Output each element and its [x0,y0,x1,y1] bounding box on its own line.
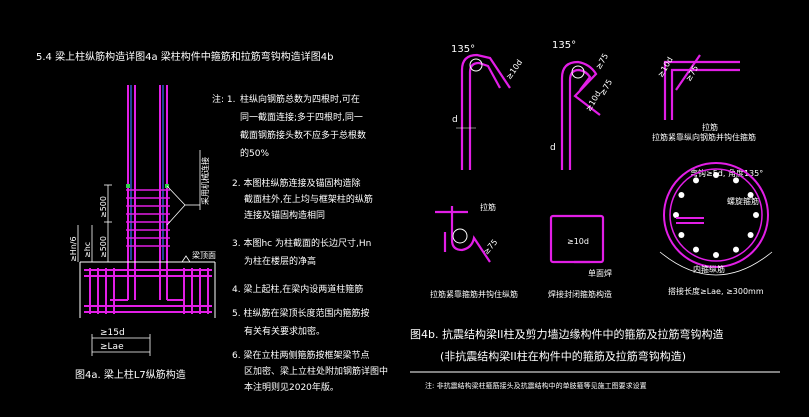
note-line: 区加密、梁上立柱处附加钢筋详图中 [244,365,388,377]
dim-hc: ≥hc [83,242,92,258]
column-ties [126,189,170,247]
dim-15d: ≥15d [100,328,125,338]
circle-longitudinal-bar [713,252,719,258]
note-line: 同一截面连接;多于四根时,同一 [240,111,363,123]
dim-hn6: ≥Hn/6 [69,236,78,262]
circle-longitudinal-bar [713,172,719,178]
welded-stirrup [549,214,605,264]
dia-d-2: d [550,143,556,153]
single-tie-label: 单面焊 [588,268,612,278]
tie2-caption: 拉筋紧靠箍筋并钩住纵筋 [430,289,518,299]
circle-longitudinal-bar [747,232,754,238]
note-line: 3. 本图hc 为柱截面的长边尺寸,Hn [232,237,371,249]
bottom-dimensions [91,334,151,356]
column-longitudinal-bars [127,85,168,300]
circle-arc-dim [659,251,773,276]
single-tie-len: ≥10d [567,237,589,246]
circle-longitudinal-bar [747,192,754,198]
hook-detail-2 [560,60,601,170]
circle-lap: 搭接长度≥Lae, ≥300mm [668,286,764,296]
hook-len-4: ≥75 [598,78,614,97]
note-line: 本注明则见2020年版。 [244,381,339,393]
figure-4b-caption: 图4b. 抗震结构梁II柱及剪力墙边缘构件中的箍筋及拉筋弯钩构造 [410,327,723,341]
beam-top-marker [170,255,210,263]
hook-angle-2: 135° [552,40,576,51]
circle-longitudinal-bar [733,246,739,253]
circle-label-1: 螺旋箍筋 [727,196,759,206]
hook-angle-1: 135° [451,44,475,55]
spiral-hoop [663,162,769,268]
circle-longitudinal-bar [693,177,699,184]
note-line: 5. 柱纵筋在梁顶长度范围内箍筋按 [232,307,369,319]
notes-list: 柱纵向钢筋总数为四根时,可在 同一截面连接;多于四根时,同一 截面钢筋接头数不应… [232,93,388,393]
tie2-len: ≥75 [482,238,500,257]
dim-500-a: ≥500 [99,196,108,218]
hook-bar-2 [571,65,585,79]
circle-longitudinal-bar [753,212,759,218]
note-line: 截面钢筋接头数不应多于总根数 [240,129,366,141]
left-dimensions [77,184,112,262]
dim-lae: ≥Lae [100,342,124,352]
spiral-hoop-inner [669,168,763,262]
lap-leader [166,150,201,226]
note-line: 2. 本图柱纵筋连接及锚固构造除 [232,177,360,189]
figure-4a-caption: 图4a. 梁上柱L7纵筋构造 [75,368,186,381]
tie-hook-caption: 拉筋紧靠纵向钢筋并钩住箍筋 [652,132,756,142]
circle-longitudinal-bar [673,212,679,218]
note-line: 连接及锚固构造相同 [244,209,325,221]
circle-longitudinal-bar [678,192,685,198]
hook-bar-1 [469,58,483,72]
right-footnote: 注: 非抗震结构梁柱箍筋接头及抗震结构中的单肢箍等见施工图要求设置 [425,381,647,390]
circle-tie [676,217,704,224]
circle-label-2: 内箍纵筋 [693,264,725,274]
tie-label: 拉筋 [702,122,718,132]
circle-longitudinal-bar [733,177,739,184]
note-line: 的50% [240,147,269,159]
hook-detail-3 [663,54,740,120]
lap-label: 采用机械连接 [200,157,210,205]
figure-4b-subcaption: (非抗震结构梁II柱在构件中的箍筋及拉筋弯钩构造) [440,349,686,363]
hook-len-2: ≥75 [594,52,610,71]
tie-bar [452,228,468,244]
note-line: 柱纵向钢筋总数为四根时,可在 [240,93,360,105]
beam-top-label: 梁顶面 [192,251,216,260]
circle-longitudinal-bar [678,232,685,238]
note-line: 4. 梁上起柱,在梁内设两道柱箍筋 [232,283,363,295]
circle-note: 弯钩≥5d, 角度135° [690,168,763,178]
column-center-lines [130,85,164,260]
left-title: 5.4 梁上柱纵筋构造详图4a 梁柱构件中箍筋和拉筋弯钩构造详图4b [36,50,333,63]
dia-d-1: d [452,115,458,125]
single-tie-caption: 焊接封闭箍筋构造 [548,289,612,299]
note-line: 截面柱外,在上均与框架柱的纵筋 [244,193,373,205]
tie-hook-detail-2 [435,206,491,263]
hook-detail-1 [460,53,511,170]
circle-bars [673,172,759,258]
hook-len-6: ≥75 [684,64,700,83]
tie2-top-label: 拉筋 [480,202,496,212]
note-line: 有关有关要求加密。 [244,325,325,337]
circle-longitudinal-bar [693,246,699,253]
dim-500-b: ≥500 [99,236,108,258]
note-line: 为柱在楼层的净高 [244,255,316,267]
note-line: 6. 梁在立柱两侧箍筋按框架梁节点 [232,349,369,361]
hook-len-1: ≥10d [504,58,524,81]
beam-bars [84,268,212,314]
notes-head: 注: 1. [212,93,235,105]
